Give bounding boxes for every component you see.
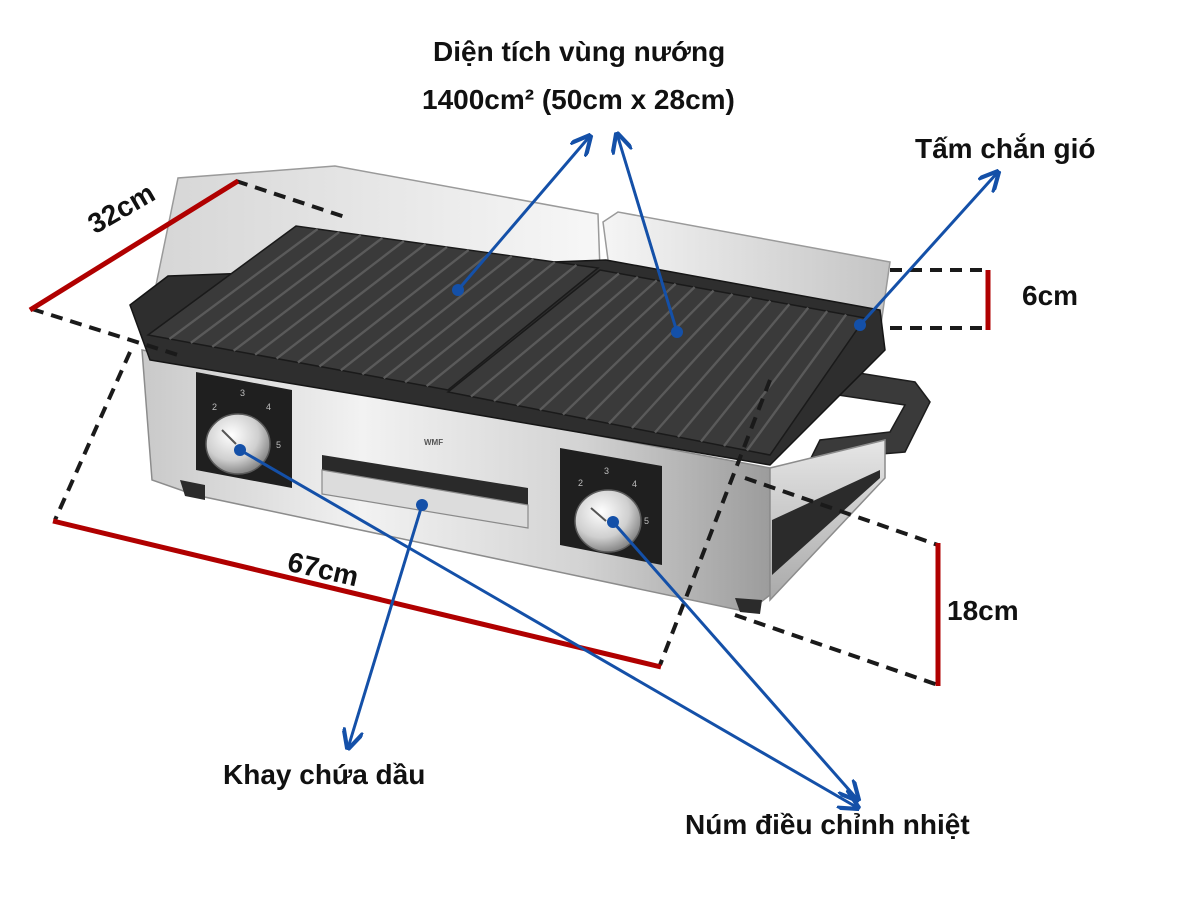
depth-dimension-line — [28, 178, 240, 313]
grill-area-arrow-right — [617, 134, 679, 333]
oil-tray-arrow — [348, 504, 424, 748]
grate-ridge — [425, 264, 578, 388]
knob-mark: 5 — [644, 516, 649, 526]
height-label: 18cm — [947, 595, 1019, 626]
grate-ridge — [631, 296, 753, 429]
grate-ridge — [700, 306, 810, 443]
knob-mark: 5 — [276, 440, 281, 450]
knob-mark: 4 — [266, 402, 271, 412]
oil-tray-label: Khay chứa dầu — [223, 759, 426, 790]
leader-arrows — [239, 134, 998, 808]
wind-shield-arrow — [858, 172, 998, 327]
grate-ridge — [539, 282, 677, 411]
knob-mark: 4 — [632, 479, 637, 489]
knob-scale-marks: 2 3 4 5 2 3 4 5 — [212, 388, 649, 526]
grate-ridge — [168, 228, 319, 340]
left-temperature-knob[interactable] — [205, 413, 271, 475]
grate-ridge — [493, 275, 639, 402]
grate-ridge — [340, 252, 491, 372]
grate-ridge — [211, 234, 362, 348]
arrow-origin-dots — [234, 284, 866, 528]
grate-ridge — [361, 255, 513, 376]
grill-grate-left — [146, 225, 600, 391]
grate-ridge — [654, 300, 772, 434]
wind-shield-label: Tấm chắn gió — [915, 133, 1096, 164]
grate-ridge — [232, 237, 384, 352]
knob-mark: 2 — [212, 402, 217, 412]
grate-ridge — [275, 243, 427, 360]
grate-ridge — [516, 279, 658, 407]
grill-area-title: Diện tích vùng nướng — [433, 36, 726, 67]
oil-drip-tray[interactable] — [321, 455, 529, 529]
grate-ridge — [254, 240, 405, 356]
dimension-lines — [28, 178, 991, 686]
grate-ridge — [297, 246, 448, 364]
grate-ridge — [190, 231, 340, 344]
grate-ridge — [677, 303, 791, 438]
grill-area-value: 1400cm² (50cm x 28cm) — [422, 84, 735, 115]
brand-logo: WMF — [424, 438, 443, 447]
grate-ridge — [382, 258, 535, 380]
grate-ridge — [470, 272, 620, 398]
grate-ridges — [168, 228, 848, 452]
knob-mark: 2 — [578, 478, 583, 488]
shield-height-label: 6cm — [1022, 280, 1079, 311]
length-dimension-line — [52, 518, 662, 670]
knob-mark: 3 — [604, 466, 609, 476]
grate-ridge — [318, 249, 470, 368]
knob-mark: 3 — [240, 388, 245, 398]
temperature-knob-label: Núm điều chỉnh nhiệt — [685, 809, 970, 840]
grill-illustration: 2 3 4 5 2 3 4 5 WMF — [129, 165, 931, 614]
right-knob-arrow — [611, 521, 858, 800]
grill-area-arrow-left — [456, 136, 590, 291]
left-knob-arrow — [239, 448, 858, 808]
grate-ridge — [723, 310, 829, 447]
grate-ridge — [608, 293, 734, 425]
grate-ridge — [562, 286, 696, 416]
dashed-guides — [31, 179, 988, 687]
grate-ridge — [585, 289, 715, 420]
grate-ridge — [404, 261, 556, 384]
grate-ridge — [746, 313, 848, 452]
